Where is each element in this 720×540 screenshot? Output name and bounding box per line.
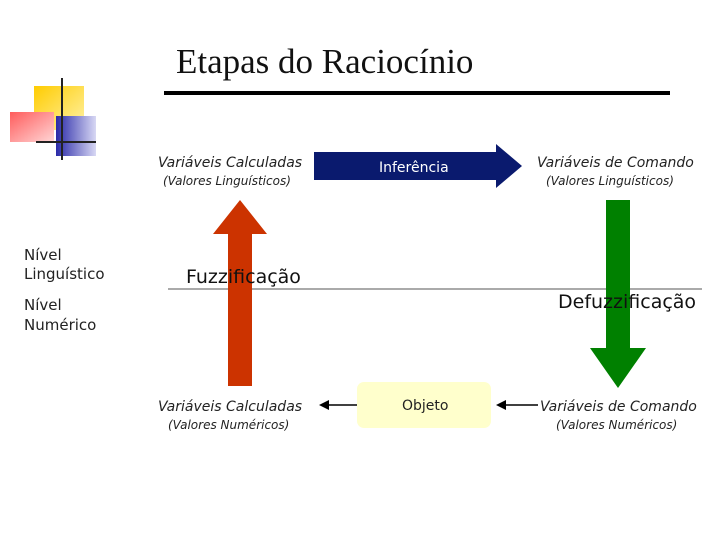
object-to-calculated-arrow <box>319 400 357 410</box>
defuzzification-arrow <box>590 200 646 388</box>
fuzzification-label: Fuzzificação <box>186 266 301 288</box>
level-numeric-line1: Nível <box>24 296 62 314</box>
command-to-object-arrow <box>496 400 538 410</box>
top-calculated-label: Variáveis Calculadas <box>158 155 303 171</box>
title-decoration <box>10 78 96 160</box>
fuzzification-arrow <box>213 200 267 386</box>
top-command-label: Variáveis de Comando <box>537 155 694 171</box>
object-label: Objeto <box>402 398 449 414</box>
top-calculated-sub: (Valores Linguísticos) <box>163 174 291 188</box>
bottom-calculated-label: Variáveis Calculadas <box>158 399 303 415</box>
page-title: Etapas do Raciocínio <box>176 42 474 81</box>
title-underline <box>164 91 670 95</box>
level-linguistic-line1: Nível <box>24 246 62 264</box>
top-command-sub: (Valores Linguísticos) <box>546 174 674 188</box>
level-numeric-line2: Numérico <box>24 316 97 334</box>
object-box <box>357 382 491 428</box>
bottom-calculated-sub: (Valores Numéricos) <box>168 418 290 432</box>
inference-label: Inferência <box>379 160 449 176</box>
bottom-command-sub: (Valores Numéricos) <box>556 418 678 432</box>
level-linguistic-line2: Linguístico <box>24 265 105 283</box>
inference-arrow <box>314 144 522 188</box>
defuzzification-label: Defuzzificação <box>558 291 697 313</box>
bottom-command-label: Variáveis de Comando <box>540 399 697 415</box>
